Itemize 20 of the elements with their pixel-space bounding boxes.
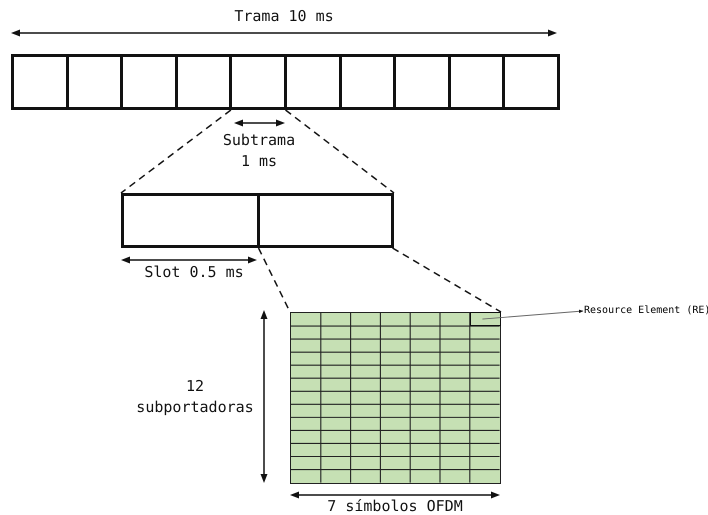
- subframe-box: [502, 54, 560, 110]
- subframe-box: [393, 54, 451, 110]
- resource-element-cell: [470, 312, 501, 326]
- subframe-box: [120, 54, 178, 110]
- dimension-label: Trama 10 ms: [233, 6, 335, 27]
- resource-element-label: Resource Element (RE): [584, 303, 708, 319]
- dashed-zoom-line: [120, 109, 232, 194]
- slot-box: [121, 193, 260, 248]
- dashed-zoom-line: [285, 109, 394, 194]
- subframe-box: [11, 54, 69, 110]
- slot-box: [257, 193, 394, 248]
- dashed-zoom-line: [392, 247, 502, 313]
- dimension-label: 12 subportadoras: [135, 376, 255, 418]
- dimension-label: Slot 0.5 ms: [144, 262, 244, 283]
- leader-arrow: [482, 310, 584, 320]
- dimension-label: Subtrama 1 ms: [222, 130, 296, 172]
- resource-grid: [290, 312, 501, 484]
- subframe-box: [284, 54, 342, 110]
- dimension-label: 7 símbolos OFDM: [326, 496, 464, 515]
- subframe-box: [229, 54, 287, 110]
